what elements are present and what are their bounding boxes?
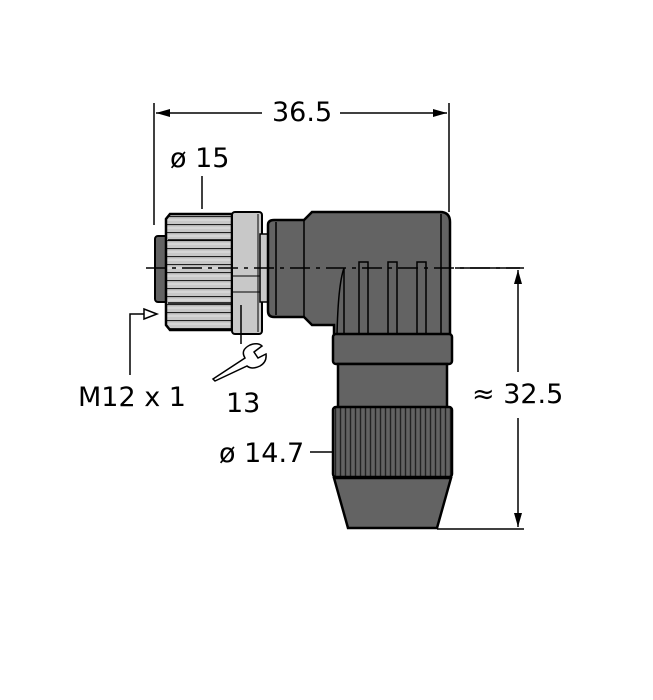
leader-wrench (211, 305, 267, 382)
hex-nut (231, 211, 263, 335)
label-overall-height: ≈ 32.5 (472, 379, 564, 410)
coupling-nut (164, 212, 234, 332)
angled-housing (266, 210, 452, 338)
label-coupling-diameter: ø 15 (170, 143, 230, 174)
dimension-overall-height (437, 267, 524, 530)
dimension-overall-length (153, 103, 450, 225)
label-thread: M12 x 1 (78, 382, 186, 413)
wrench-icon (211, 342, 267, 382)
cable-outlet-housing (331, 332, 454, 530)
label-overall-length: 36.5 (272, 97, 333, 128)
arrow-right-outline-icon (143, 307, 160, 321)
label-grip-diameter: ø 14.7 (219, 438, 305, 469)
label-wrench-size: 13 (226, 388, 261, 419)
leader-thread (129, 307, 160, 375)
